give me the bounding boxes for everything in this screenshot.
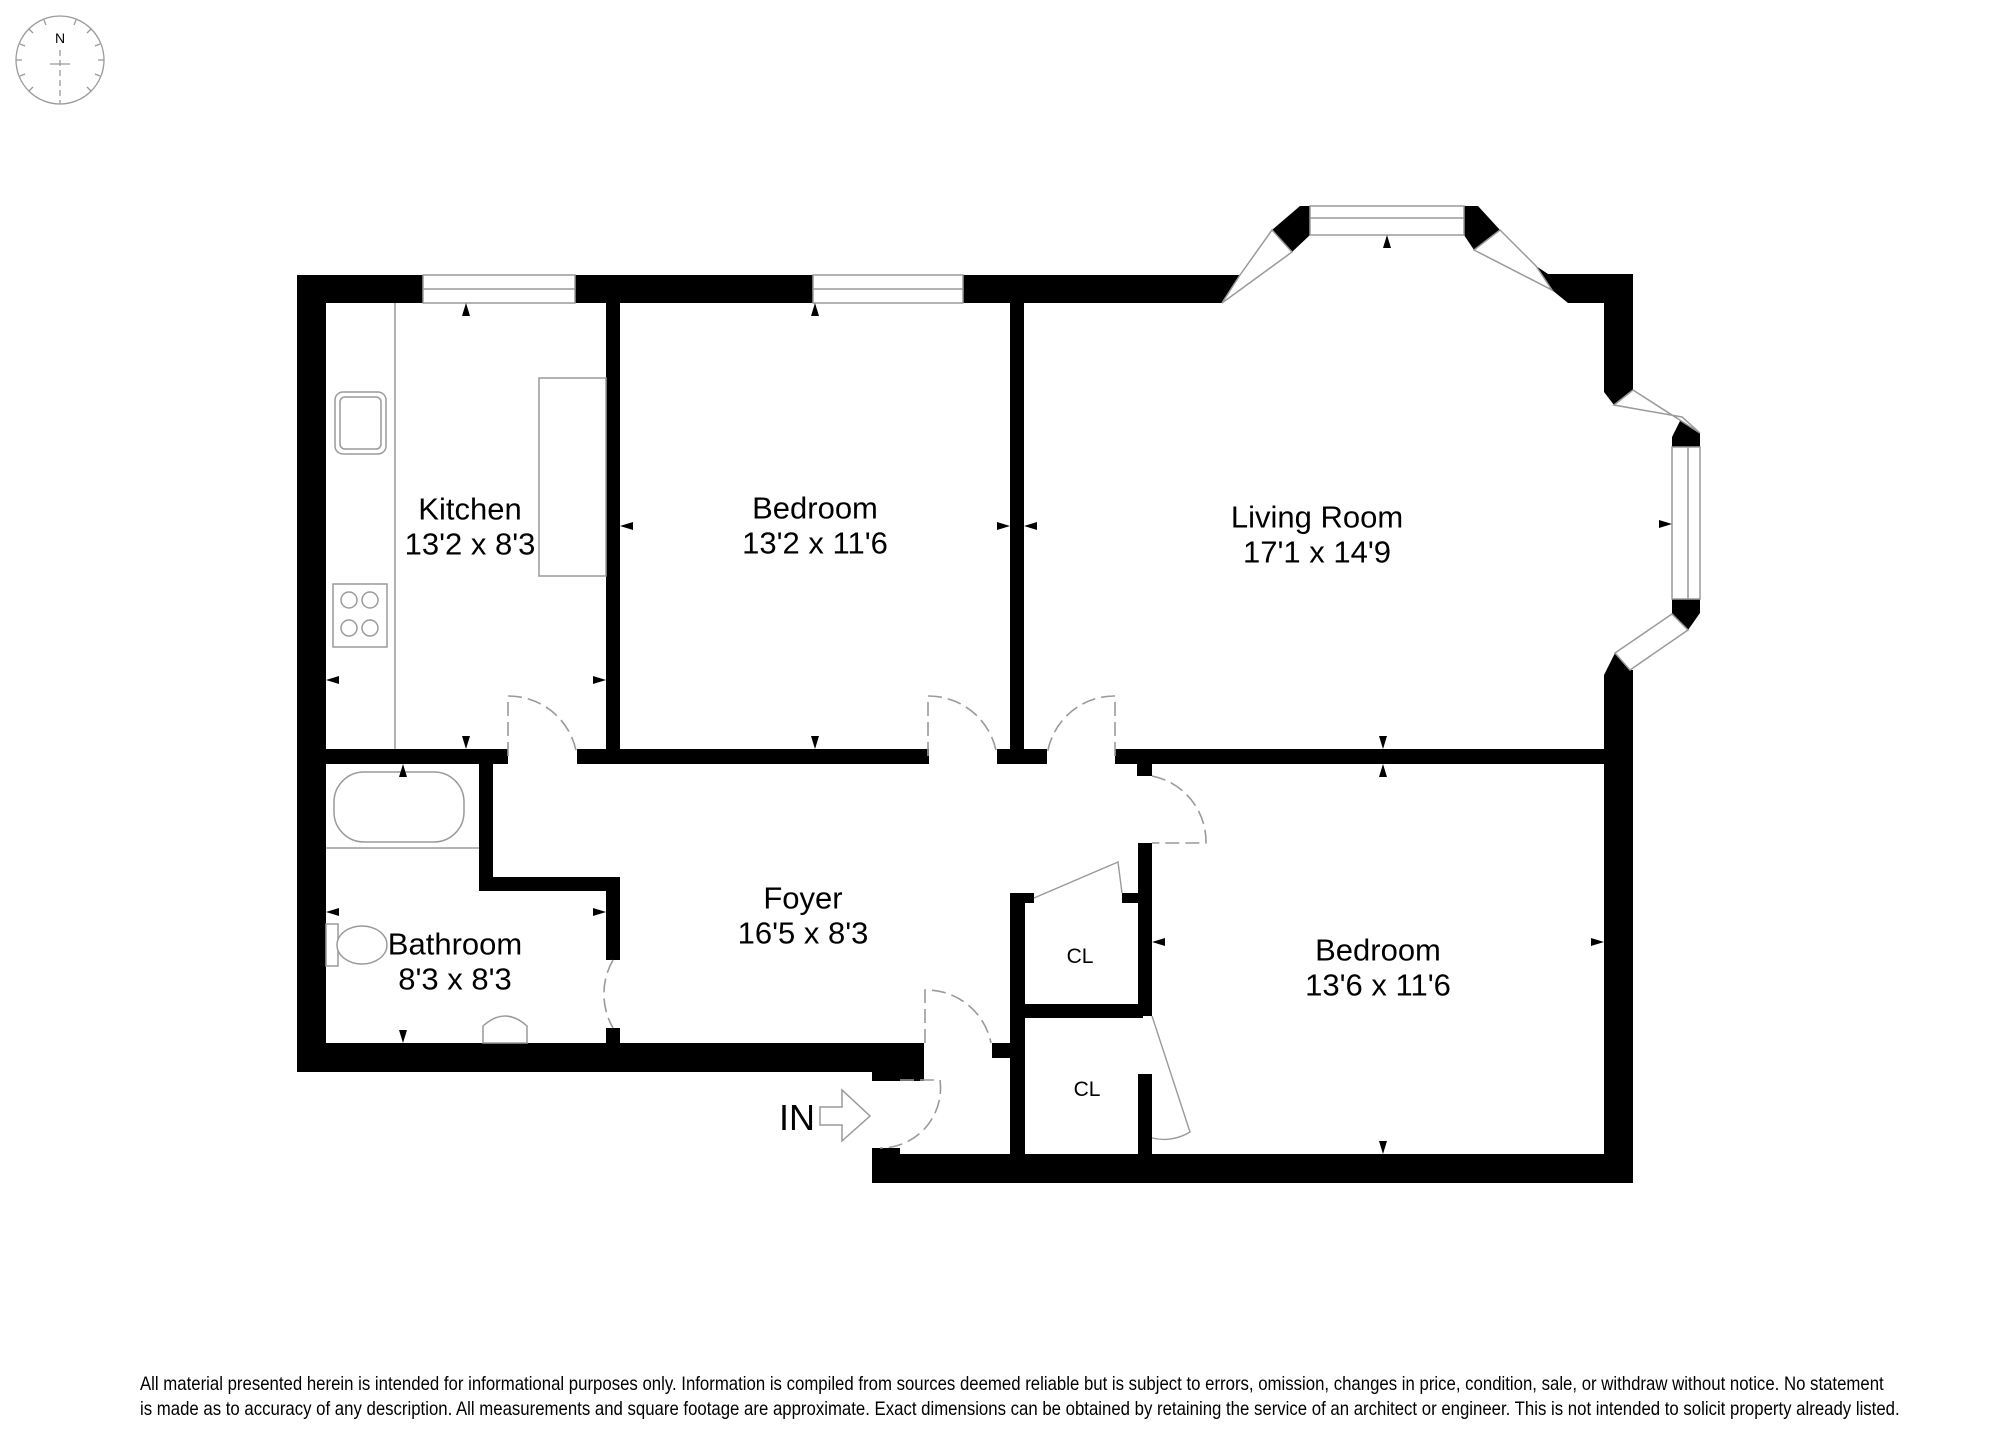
room-name: Kitchen bbox=[418, 491, 522, 527]
room-name: Bedroom bbox=[752, 490, 878, 526]
disclaimer-line-2: is made as to accuracy of any descriptio… bbox=[140, 1398, 1900, 1420]
room-name: Bedroom bbox=[1315, 932, 1441, 968]
room-bedroom-2: Bedroom 13'6 x 11'6 bbox=[1305, 933, 1451, 1002]
arrow-right-icon bbox=[819, 1088, 872, 1143]
room-dimensions: 8'3 x 8'3 bbox=[398, 961, 512, 996]
fixtures bbox=[325, 303, 607, 1044]
room-closet-2: CL bbox=[1073, 1078, 1101, 1101]
entrance-label: IN bbox=[779, 1097, 815, 1138]
basin-icon bbox=[482, 1015, 528, 1044]
doors bbox=[507, 695, 1207, 1149]
exterior-walls bbox=[297, 206, 1700, 1183]
counter bbox=[538, 377, 607, 577]
disclaimer: All material presented herein is intende… bbox=[140, 1372, 1900, 1422]
room-living-room: Living Room 17'1 x 14'9 bbox=[1231, 500, 1403, 569]
room-bedroom-1: Bedroom 13'2 x 11'6 bbox=[742, 491, 888, 560]
toilet-icon bbox=[325, 923, 339, 967]
room-dimensions: 16'5 x 8'3 bbox=[737, 915, 869, 950]
stove-icon bbox=[332, 583, 388, 648]
room-name: Foyer bbox=[763, 880, 843, 916]
room-dimensions: 13'2 x 11'6 bbox=[742, 525, 888, 560]
windows bbox=[422, 205, 1701, 671]
room-name: Bathroom bbox=[387, 926, 523, 962]
room-bathroom: Bathroom 8'3 x 8'3 bbox=[388, 927, 522, 996]
compass-north-label: N bbox=[54, 30, 66, 46]
room-name: Living Room bbox=[1230, 499, 1404, 535]
room-dimensions: 17'1 x 14'9 bbox=[1242, 534, 1391, 569]
interior-walls bbox=[326, 303, 1604, 1154]
room-kitchen: Kitchen 13'2 x 8'3 bbox=[405, 492, 536, 561]
room-closet-1: CL bbox=[1066, 945, 1094, 968]
room-foyer: Foyer 16'5 x 8'3 bbox=[738, 881, 869, 950]
disclaimer-line-1: All material presented herein is intende… bbox=[140, 1373, 1884, 1395]
compass-icon bbox=[15, 15, 105, 105]
measurement-markers bbox=[326, 235, 1672, 1154]
bathtub-icon bbox=[333, 771, 465, 843]
room-dimensions: 13'6 x 11'6 bbox=[1305, 967, 1451, 1002]
room-dimensions: 13'2 x 8'3 bbox=[404, 526, 536, 561]
